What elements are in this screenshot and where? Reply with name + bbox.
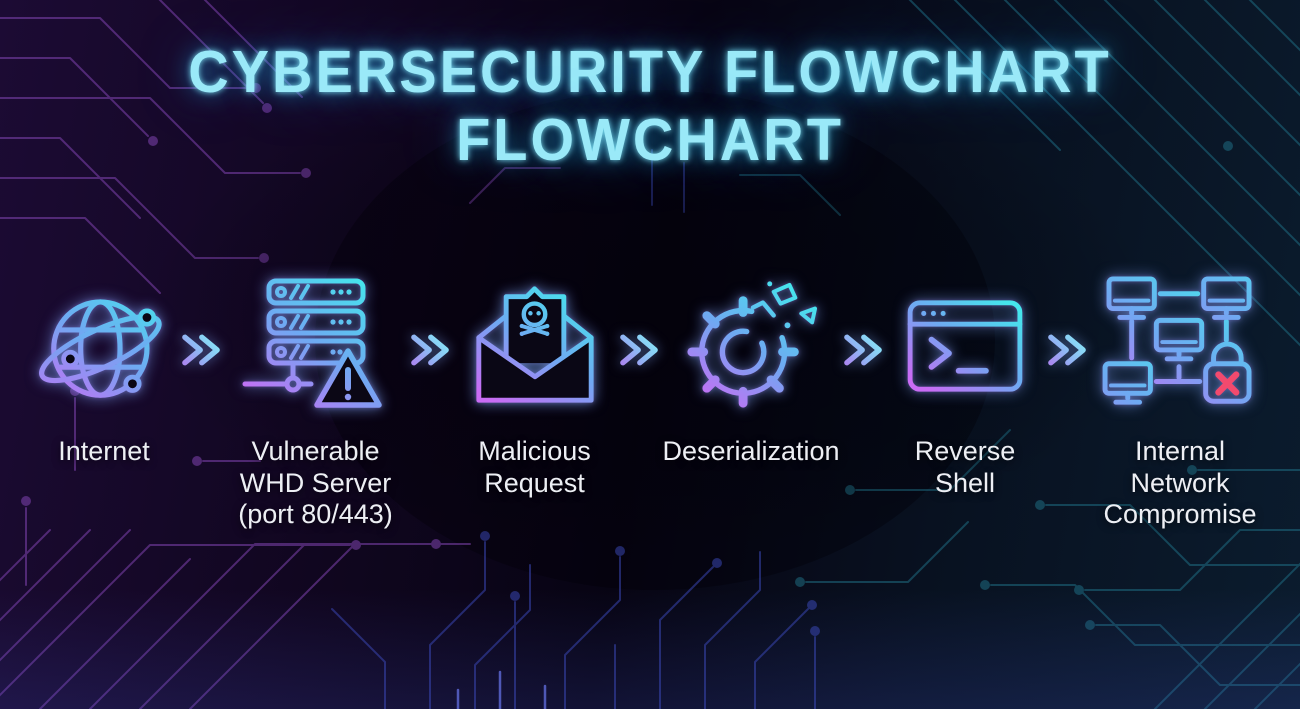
page-title: CYBERSECURITY FLOWCHART FLOWCHART xyxy=(0,38,1300,173)
flowchart-row: Internet xyxy=(0,270,1300,531)
double-chevron-right-icon xyxy=(841,330,885,370)
page-title-line1: CYBERSECURITY FLOWCHART xyxy=(188,38,1112,105)
flow-step-deserialization: Deserialization xyxy=(661,270,841,468)
step-label: Internet xyxy=(58,436,150,466)
double-chevron-right-icon xyxy=(179,330,223,370)
page-title-line2: FLOWCHART xyxy=(456,105,844,173)
double-chevron-right-icon xyxy=(617,330,661,370)
flow-step-internet: Internet xyxy=(29,270,179,468)
broken-gear-icon xyxy=(682,270,820,422)
flow-step-internal-network-compromise: Internal Network Compromise xyxy=(1089,270,1271,531)
step-label: Vulnerable WHD Server (port 80/443) xyxy=(238,436,393,530)
skull-mail-icon xyxy=(469,270,601,422)
step-label: Malicious Request xyxy=(478,436,591,498)
double-chevron-right-icon xyxy=(1045,330,1089,370)
double-chevron-right-icon xyxy=(408,330,452,370)
step-label: Internal Network Compromise xyxy=(1103,436,1257,530)
flow-step-malicious-request: Malicious Request xyxy=(452,270,617,499)
flow-step-vulnerable-whd-server: Vulnerable WHD Server (port 80/443) xyxy=(223,270,408,531)
globe-network-icon xyxy=(32,270,177,422)
server-warning-icon xyxy=(241,270,391,422)
step-label: Deserialization xyxy=(662,436,840,466)
terminal-window-icon xyxy=(904,270,1026,422)
network-lock-icon xyxy=(1101,270,1259,422)
step-label: Reverse Shell xyxy=(914,436,1016,498)
flow-step-reverse-shell: Reverse Shell xyxy=(885,270,1045,499)
